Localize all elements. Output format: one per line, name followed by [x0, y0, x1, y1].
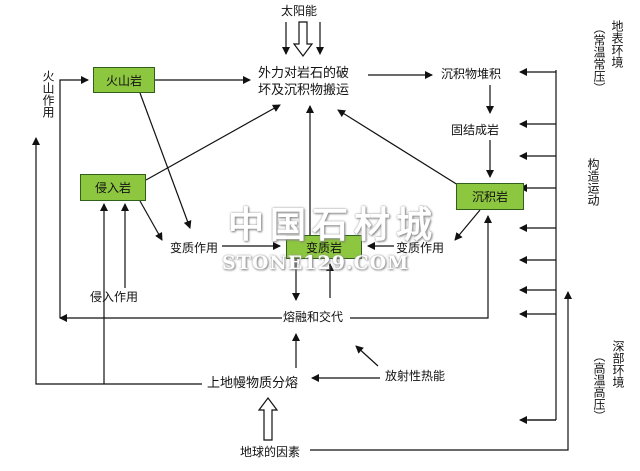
surface-conditions-label: （常温常压）	[592, 22, 606, 94]
intrusion-label: 侵入作用	[90, 290, 139, 304]
volcanism-label: 火山作用	[41, 70, 55, 118]
radiogenic-heat-label: 放射性热能	[385, 369, 446, 383]
sediment-deposition-label: 沉积物堆积	[441, 67, 502, 81]
arrow-mantle-to-volcanism	[32, 137, 202, 385]
solar-energy-label: 太阳能	[281, 4, 318, 18]
arrow-sedimentary-to-metamorphism	[454, 209, 481, 241]
intrusive-rock-box: 侵入岩	[80, 174, 146, 201]
deep-environment-label: 深部环境	[611, 340, 625, 388]
arrow-volcanism-to-volcanic	[59, 76, 89, 318]
volcanic-rock-box: 火山岩	[93, 67, 155, 93]
melting-metasomatism-label: 熔融和交代	[283, 310, 344, 324]
surface-environment-label: 地表环境	[610, 20, 624, 68]
mantle-differentiation-label: 上地幔物质分熔	[207, 376, 299, 391]
external-force-label-line1: 外力对岩石的破	[258, 66, 350, 81]
deep-conditions-label: （高温高压）	[592, 350, 606, 422]
arrow-intrusive-to-metamorphism	[139, 200, 163, 241]
arrow-earth-to-deep	[310, 291, 572, 451]
metamorphism-right-label: 变质作用	[396, 241, 445, 255]
sedimentary-rock-box: 沉积岩	[456, 183, 524, 210]
arrow-melting-to-sedimentary	[350, 215, 492, 319]
tectonics-label: 构造运动	[586, 158, 600, 206]
watermark-chinese: 中国石材城	[228, 204, 439, 246]
metamorphic-rock-box: 变质岩	[286, 235, 362, 259]
arrow-sedimentary-to-weathering	[337, 109, 459, 186]
earth-factors-label: 地球的因素	[240, 445, 301, 459]
metamorphism-left-label: 变质作用	[170, 241, 219, 255]
watermark-url: STONE129.COM	[222, 252, 410, 274]
arrow-intrusive-to-weathering	[145, 104, 281, 181]
solar-hollow-arrow	[292, 21, 314, 57]
earth-factors-hollow-arrow	[257, 397, 279, 441]
lithification-label: 固结成岩	[451, 123, 500, 137]
arrow-radiogenic-to-melting	[355, 345, 379, 367]
external-force-label-line2: 坏及沉积物搬运	[258, 83, 350, 98]
arrow-volcanic-to-metamorphism	[139, 92, 192, 229]
